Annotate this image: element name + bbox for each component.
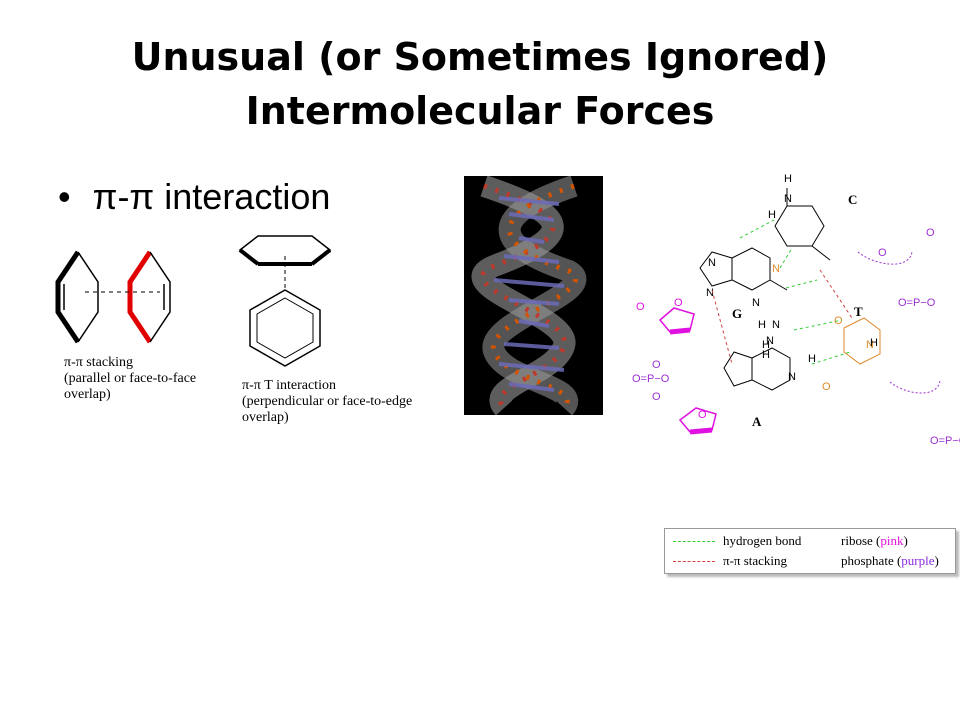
svg-text:O: O [822, 381, 831, 393]
svg-text:O: O [878, 247, 887, 259]
svg-text:N: N [772, 263, 780, 275]
svg-text:O: O [674, 297, 683, 309]
legend-hbond-label: hydrogen bond [723, 533, 802, 548]
stacking-caption: π-π stacking (parallel or face-to-face o… [64, 355, 197, 402]
bullet-text: π-π interaction [92, 176, 331, 217]
red-ring [127, 250, 171, 344]
legend-ribose: ribose (pink) [841, 533, 908, 548]
phosphate-groups: O=P−O O O O=P−O O=P−O O=P−O O O [632, 227, 960, 447]
svg-text:H: H [808, 353, 816, 365]
legend-phosphate: phosphate (purple) [841, 553, 939, 568]
t-bottom-ring [249, 289, 321, 367]
label-base-g: G [732, 306, 742, 321]
svg-text:N: N [752, 297, 760, 309]
label-base-t: T [854, 304, 863, 319]
svg-text:N: N [772, 319, 780, 331]
svg-text:O=P−O: O=P−O [930, 435, 960, 447]
svg-text:N: N [784, 193, 792, 205]
svg-text:N: N [708, 257, 716, 269]
svg-text:O: O [636, 301, 645, 313]
bullet-marker: • [58, 176, 71, 217]
svg-text:H: H [762, 349, 770, 361]
thymine-base [843, 317, 881, 365]
bullet-item: • π-π interaction [58, 176, 330, 218]
svg-text:O=P−O: O=P−O [898, 297, 936, 309]
title-line-2: Intermolecular Forces [245, 89, 715, 133]
pi-stacking-figure [55, 250, 171, 344]
title-line-1: Unusual (or Sometimes Ignored) [131, 35, 829, 79]
svg-text:H: H [870, 337, 878, 349]
svg-text:N: N [788, 371, 796, 383]
svg-text:H: H [768, 209, 776, 221]
svg-text:O: O [834, 315, 843, 327]
legend-hbond-swatch [673, 541, 715, 542]
pi-t-figure [238, 235, 332, 367]
svg-text:H: H [762, 339, 770, 351]
slide-title: Unusual (or Sometimes Ignored) Intermole… [0, 30, 960, 138]
t-caption: π-π T interaction (perpendicular or face… [242, 378, 413, 425]
hydrogen-bonds [739, 219, 851, 365]
guanine-base [699, 247, 788, 291]
diagram-legend: hydrogen bond π-π stacking ribose (pink)… [664, 528, 956, 574]
base-pair-diagram: H H N C N N N N H N H G O N H O T N H H … [632, 173, 960, 447]
stacking-lines [711, 269, 853, 365]
svg-text:N: N [706, 287, 714, 299]
svg-text:H: H [758, 319, 766, 331]
cytosine-base [774, 188, 831, 261]
svg-text:O: O [698, 409, 707, 421]
svg-text:O=P−O: O=P−O [632, 373, 670, 385]
dna-model-image [464, 175, 603, 416]
legend-stacking-swatch [673, 561, 715, 562]
black-ring [55, 250, 99, 344]
svg-text:O: O [652, 391, 661, 403]
ribose-sugars [658, 307, 717, 435]
right-ribose [857, 251, 941, 394]
legend-stacking-label: π-π stacking [723, 553, 788, 568]
label-base-a: A [752, 414, 762, 429]
svg-text:N: N [766, 335, 774, 347]
svg-text:H: H [784, 173, 792, 185]
label-base-c: C [848, 192, 857, 207]
svg-text:N: N [866, 339, 874, 351]
svg-text:O: O [926, 227, 935, 239]
svg-text:O: O [652, 359, 661, 371]
adenine-base [723, 347, 791, 391]
dna-helix-art [471, 175, 587, 416]
